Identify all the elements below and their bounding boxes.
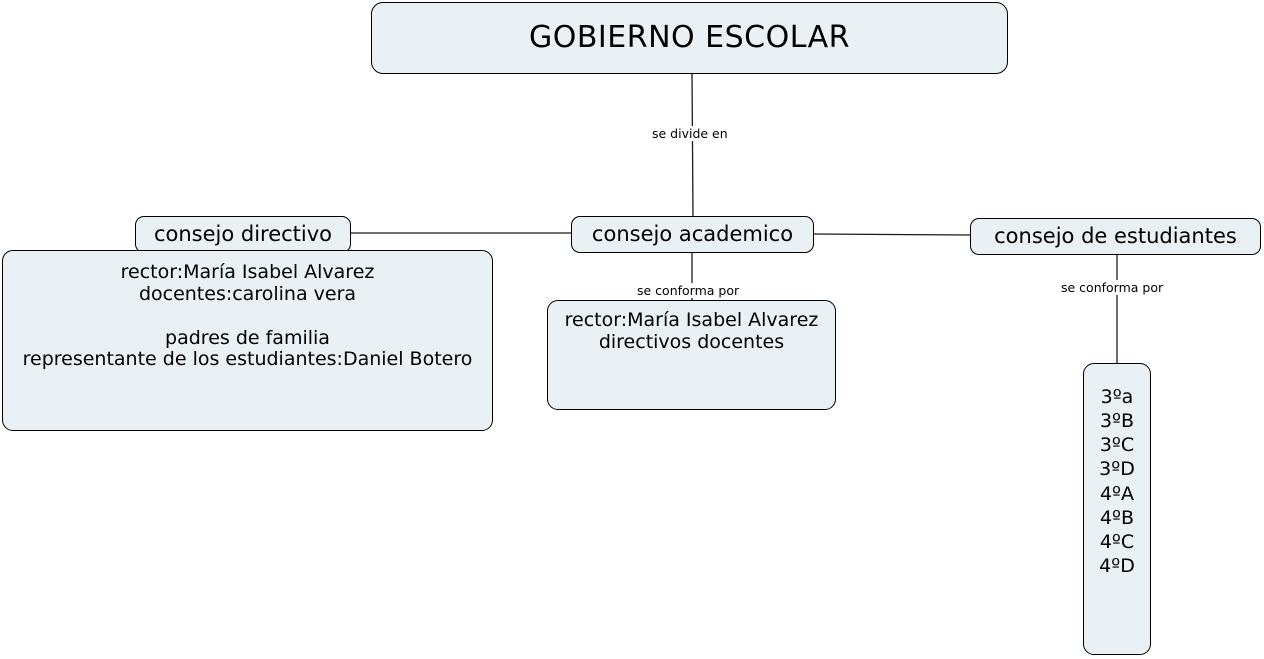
node-consejo-academico-detail[interactable]: rector:María Isabel Alvarez directivos d… [547,300,836,410]
node-gobierno-escolar[interactable]: GOBIERNO ESCOLAR [371,2,1008,74]
connector-root-to-academico [691,73,694,217]
link-label-se-conforma-por-estudiantes: se conforma por [1057,280,1168,295]
link-label-se-divide-en: se divide en [648,126,732,141]
node-consejo-de-estudiantes-detail[interactable]: 3ºa 3ºB 3ºC 3ºD 4ºA 4ºB 4ºC 4ºD [1083,363,1151,655]
node-consejo-directivo-detail[interactable]: rector:María Isabel Alvarez docentes:car… [2,250,493,431]
link-label-se-conforma-por-academico: se conforma por [633,283,744,298]
connector-academico-to-estudiantes [813,233,971,236]
node-consejo-de-estudiantes[interactable]: consejo de estudiantes [970,218,1261,255]
node-consejo-academico[interactable]: consejo academico [571,216,814,253]
node-consejo-directivo[interactable]: consejo directivo [135,216,351,253]
